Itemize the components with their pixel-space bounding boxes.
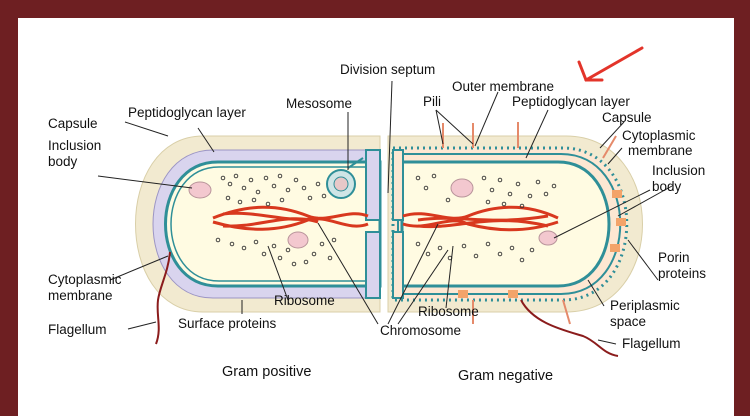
caption-gram-positive: Gram positive: [222, 364, 311, 380]
label-surface-proteins: Surface proteins: [178, 316, 277, 331]
mesosome-inner: [334, 177, 348, 191]
porin-protein: [616, 218, 626, 226]
label-inclusion-left-1: Inclusion: [48, 138, 101, 153]
caption-gram-negative: Gram negative: [458, 368, 553, 384]
porin-protein: [612, 190, 622, 198]
label-chromosome: Chromosome: [380, 323, 461, 338]
septum-left-lower: [366, 232, 380, 298]
label-mesosome: Mesosome: [286, 96, 352, 111]
septum-left: [366, 150, 380, 220]
label-ribosome-right: Ribosome: [418, 304, 479, 319]
porin-protein: [458, 290, 468, 298]
label-periplasmic-1: Periplasmic: [610, 298, 680, 313]
porin-protein: [610, 244, 620, 252]
label-porin-2: proteins: [658, 266, 706, 281]
label-inclusion-right-2: body: [652, 179, 682, 194]
label-division-septum: Division septum: [340, 62, 435, 77]
inclusion-body-left: [189, 182, 211, 198]
label-peptidoglycan-left: Peptidoglycan layer: [128, 105, 246, 120]
septum-right: [393, 150, 403, 220]
porin-protein: [508, 290, 518, 298]
label-outer-membrane: Outer membrane: [452, 79, 554, 94]
diagram-canvas: Capsule Peptidoglycan layer Mesosome Div…: [18, 18, 734, 416]
gram-positive-cell: [136, 136, 381, 312]
label-pili: Pili: [423, 94, 441, 109]
label-capsule-right: Capsule: [602, 110, 652, 125]
label-capsule-left: Capsule: [48, 116, 98, 131]
label-peptidoglycan-right: Peptidoglycan layer: [512, 94, 630, 109]
label-cytoplasmic-left-2: membrane: [48, 288, 113, 303]
inclusion-body-left-2: [288, 232, 308, 248]
label-cytoplasmic-right-2: membrane: [628, 143, 693, 158]
label-inclusion-left-2: body: [48, 154, 78, 169]
label-cytoplasmic-left-1: Cytoplasmic: [48, 272, 122, 287]
label-porin-1: Porin: [658, 250, 690, 265]
label-ribosome-left: Ribosome: [274, 293, 335, 308]
label-flagellum-left: Flagellum: [48, 322, 107, 337]
label-inclusion-right-1: Inclusion: [652, 163, 705, 178]
annotation-arrow: [579, 48, 642, 80]
gram-negative-cell: [388, 122, 643, 324]
label-flagellum-right: Flagellum: [622, 336, 681, 351]
inclusion-body-right: [451, 179, 473, 197]
label-cytoplasmic-right-1: Cytoplasmic: [622, 128, 696, 143]
label-periplasmic-2: space: [610, 314, 646, 329]
septum-right-lower: [393, 232, 403, 298]
cell-diagram: Capsule Peptidoglycan layer Mesosome Div…: [18, 18, 734, 416]
